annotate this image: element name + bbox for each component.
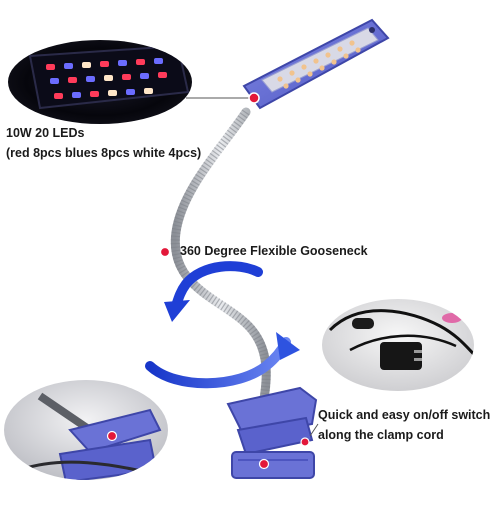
- clamp-closeup-inset: [4, 380, 168, 480]
- rotation-arrows: [145, 261, 300, 389]
- led-count-caption: 10W 20 LEDs: [6, 126, 85, 140]
- clamp-marker-dot: [258, 458, 270, 470]
- switch-caption-line2: along the clamp cord: [318, 428, 444, 442]
- gooseneck-caption: 360 Degree Flexible Gooseneck: [180, 244, 368, 258]
- led-breakdown-caption: (red 8pcs blues 8pcs white 4pcs): [6, 146, 202, 160]
- gooseneck-marker-dot: [159, 246, 171, 258]
- switch-closeup-inset: [322, 299, 474, 391]
- switch-marker-dot: [300, 437, 310, 447]
- lamp-head: [242, 18, 390, 110]
- switch-caption-line1: Quick and easy on/off switch: [318, 408, 491, 422]
- led-closeup-inset: [8, 40, 192, 124]
- led-marker-dot: [248, 92, 260, 104]
- led-grid: [46, 58, 167, 99]
- clamp-base: [226, 386, 318, 479]
